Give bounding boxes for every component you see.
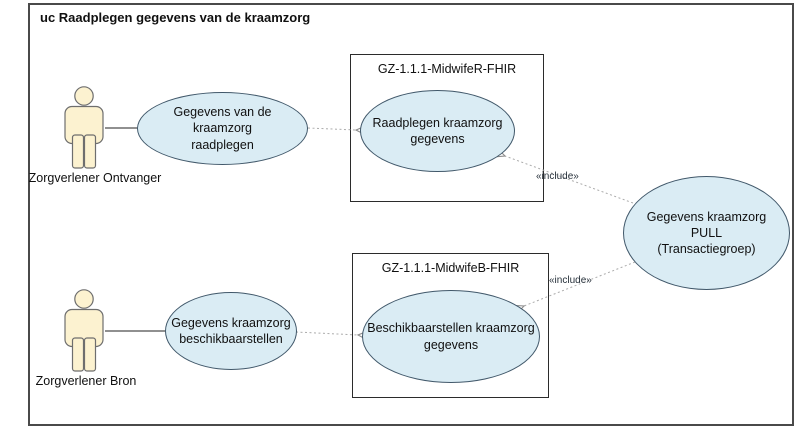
usecase-gegevens-kraamzorg-raadplegen[interactable]: Gegevens van de kraamzorg raadplegen	[137, 92, 308, 165]
dependency-trigger-beschikbaarstellen	[295, 331, 366, 340]
usecase-label: Gegevens kraamzorg beschikbaarstellen	[171, 315, 291, 346]
include-pull-beschikbaarstellen	[515, 261, 636, 313]
include-label-top: «include»	[536, 171, 579, 182]
actor-bron-head	[74, 289, 94, 309]
system-boundary-midwifeb-title: GZ-1.1.1-MidwifeB-FHIR	[381, 261, 520, 275]
system-boundary-midwifer-title: GZ-1.1.1-MidwifeR-FHIR	[377, 62, 517, 76]
actor-ontvanger-right-leg	[83, 134, 97, 169]
usecase-gegevens-kraamzorg-pull[interactable]: Gegevens kraamzorg PULL (Transactiegroep…	[623, 176, 790, 290]
include-pull-raadplegen	[496, 149, 634, 204]
usecase-label: Gegevens van de kraamzorg raadplegen	[173, 105, 272, 152]
uml-frame: uc Raadplegen gegevens van de kraamzorg	[28, 3, 794, 426]
actor-bron[interactable]	[63, 289, 105, 372]
usecase-raadplegen-kraamzorg-gegevens[interactable]: Raadplegen kraamzorg gegevens	[360, 90, 515, 172]
usecase-gegevens-kraamzorg-beschikbaarstellen[interactable]: Gegevens kraamzorg beschikbaarstellen	[165, 292, 297, 370]
usecase-label: Raadplegen kraamzorg gegevens	[372, 115, 503, 146]
include-label-bottom: «include»	[549, 275, 592, 286]
frame-title: uc Raadplegen gegevens van de kraamzorg	[40, 10, 311, 25]
actor-bron-right-leg	[83, 337, 97, 372]
actor-bron-left-leg	[71, 337, 85, 372]
dependency-trigger-raadplegen	[307, 126, 364, 135]
actor-ontvanger-head	[74, 86, 94, 106]
usecase-beschikbaarstellen-kraamzorg-gegevens[interactable]: Beschikbaarstellen kraamzorg gegevens	[362, 290, 540, 383]
actor-ontvanger[interactable]	[63, 86, 105, 169]
actor-bron-label: Zorgverlener Bron	[35, 374, 137, 388]
actor-ontvanger-left-leg	[71, 134, 85, 169]
actor-ontvanger-label: Zorgverlener Ontvanger	[28, 171, 162, 185]
usecase-label: Beschikbaarstellen kraamzorg gegevens	[367, 321, 535, 352]
usecase-label: Gegevens kraamzorg PULL (Transactiegroep…	[646, 209, 767, 257]
